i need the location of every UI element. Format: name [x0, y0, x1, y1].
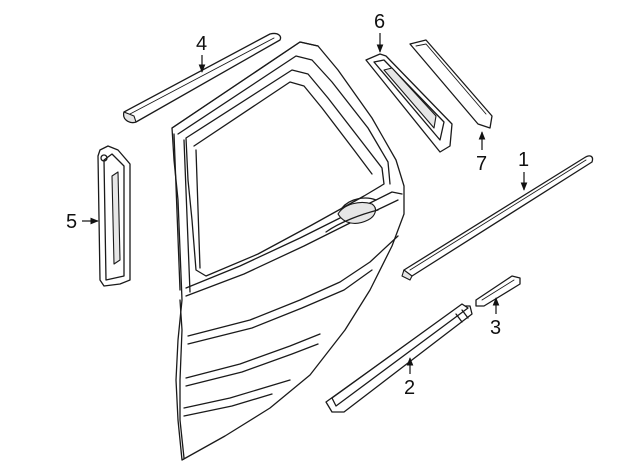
callout-7: 7	[476, 131, 487, 175]
part-2-lower-body-moulding	[325, 303, 473, 413]
rear-door	[171, 41, 405, 461]
callout-2: 2	[404, 357, 415, 399]
part-5-pillar-applique	[97, 145, 131, 287]
part-7-frame-moulding	[409, 39, 493, 129]
callout-4: 4	[196, 33, 207, 73]
callout-2-label: 2	[404, 377, 415, 399]
part-1-belt-moulding	[401, 155, 594, 281]
callout-5: 5	[66, 211, 99, 233]
callout-3-label: 3	[490, 317, 501, 339]
callout-1: 1	[518, 149, 529, 191]
part-3-clip	[475, 275, 521, 307]
callout-6-label: 6	[374, 11, 385, 33]
callout-7-label: 7	[476, 153, 487, 175]
part-4-upper-window-trim	[123, 32, 282, 124]
callout-3: 3	[490, 297, 501, 339]
part-6-pillar-trim	[365, 53, 453, 153]
callout-4-label: 4	[196, 33, 207, 55]
callout-6: 6	[374, 11, 385, 53]
callout-5-label: 5	[66, 211, 77, 233]
callout-1-label: 1	[518, 149, 529, 171]
